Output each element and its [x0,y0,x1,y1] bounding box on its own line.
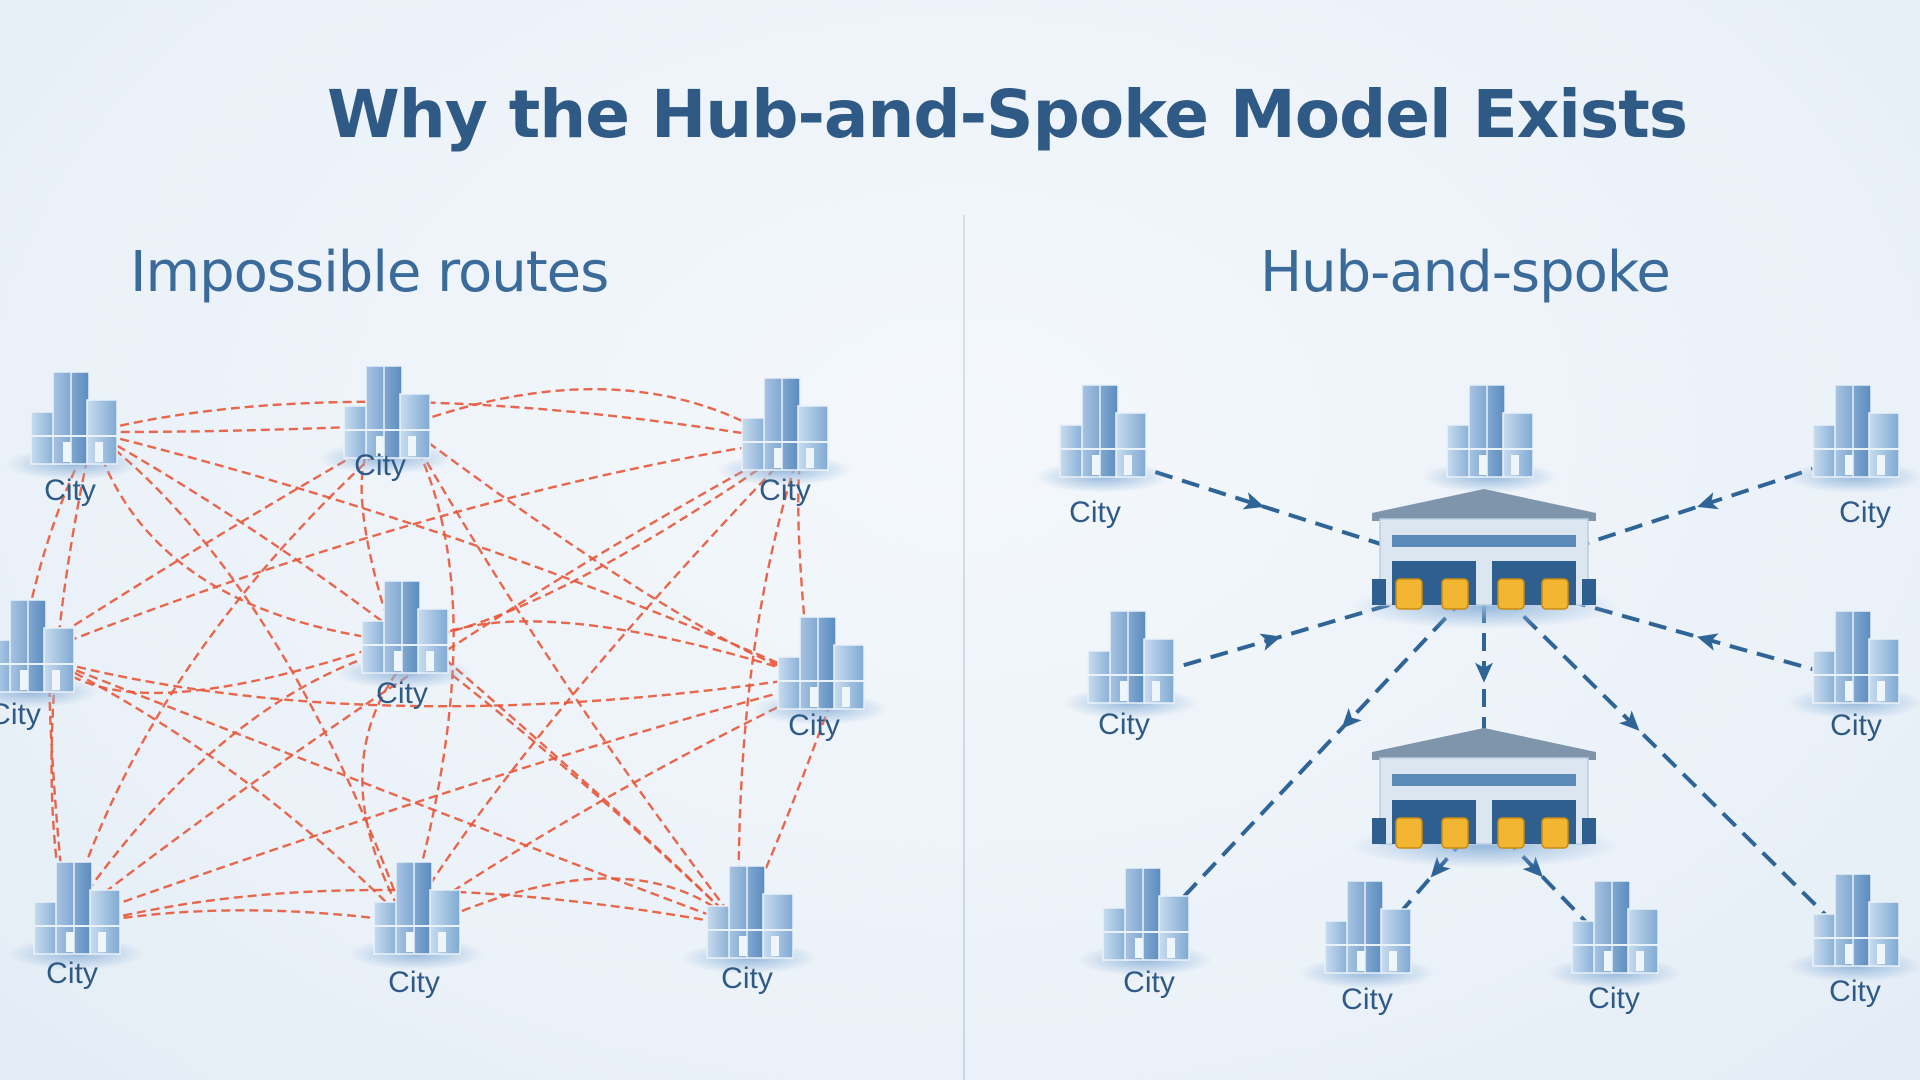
route-line [423,620,814,681]
left-city-label: City [44,474,96,507]
spoke-line [1129,575,1485,683]
route-line [404,437,805,925]
left-city-label: City [354,449,406,482]
route-line [49,658,814,708]
city-building-icon [1076,867,1214,977]
right-panel-subtitle: Hub-and-spoke [1260,240,1671,305]
spoke-line [1482,575,1857,946]
left-city-label: City [388,966,440,999]
panel-divider [963,215,965,1080]
route-line [361,640,425,925]
route-line [95,909,410,929]
route-line [49,658,743,930]
spoke-arrow [1341,707,1362,729]
left-city-label: City [0,698,41,731]
route-line [16,436,805,663]
city-building-icon [1061,610,1199,720]
route-line [423,640,742,929]
spoke-arrow [1522,856,1543,878]
right-city-label: City [1839,496,1891,529]
main-hub-warehouse-icon [1348,488,1620,630]
city-building-icon [1545,880,1683,990]
spoke-arrow [1242,492,1265,510]
left-city-label: City [721,962,773,995]
nodes-group: CityCityCityCityCityCityCityCityCityCity… [0,365,1920,1016]
route-line [92,400,778,445]
right-city-label: City [1588,982,1640,1015]
spoke-arrow [1696,633,1719,651]
city-building-icon [1420,384,1558,494]
spoke-arrow [1259,633,1282,651]
left-city-label: City [759,474,811,507]
city-building-icon [1786,873,1920,983]
route-line [49,658,409,925]
left-panel-subtitle: Impossible routes [130,240,609,305]
right-city-label: City [1829,975,1881,1008]
city-building-icon [347,861,485,971]
route-line [92,418,380,435]
route-line [62,675,841,926]
spoke-arrow [1618,710,1640,731]
route-line [730,437,806,930]
right-city-label: City [1123,966,1175,999]
route-line [405,425,814,682]
city-building-icon [0,599,99,709]
route-line [92,430,814,680]
route-line [405,388,777,440]
left-city-label: City [376,677,428,710]
spoke-arrow [1475,662,1493,683]
right-city-label: City [1069,496,1121,529]
spoke-arrow [1697,492,1719,510]
right-city-label: City [1098,708,1150,741]
secondary-hub-warehouse-icon [1348,727,1620,869]
city-building-icon [1786,384,1920,494]
city-building-icon [1033,384,1171,494]
right-city-label: City [1341,983,1393,1016]
city-building-icon [1786,610,1920,720]
route-line [404,425,742,929]
city-building-icon [1298,880,1436,990]
left-city-label: City [788,709,840,742]
page-title: Why the Hub-and-Spoke Model Exists [326,76,1688,153]
route-line [401,425,455,926]
route-line [435,877,742,929]
left-city-label: City [46,957,98,990]
route-line [95,888,743,932]
route-line [92,431,410,926]
right-city-label: City [1830,709,1882,742]
